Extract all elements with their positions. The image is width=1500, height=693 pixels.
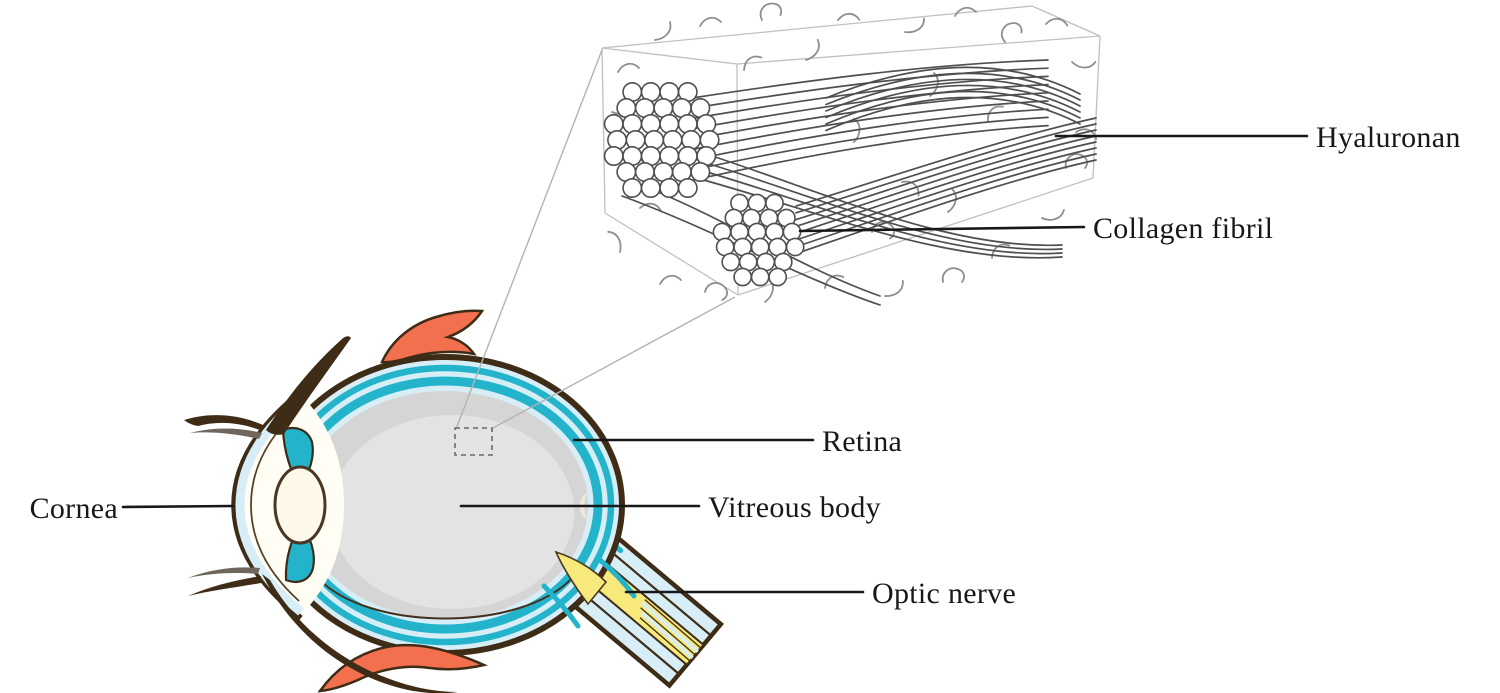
retina-into-nerve-lower — [541, 583, 581, 629]
collagen-fibril-leader-line — [798, 225, 1086, 233]
labels: Cornea Retina Vitreous body Optic nerve … — [30, 121, 1461, 610]
hyaluronan-label: Hyaluronan — [1316, 121, 1461, 154]
label-optic-nerve: Optic nerve — [624, 577, 1016, 610]
optic-disc-wedge — [554, 550, 608, 606]
upper-lash-brown — [184, 415, 263, 431]
label-collagen-fibril: Collagen fibril — [798, 212, 1273, 245]
cornea-leader-line — [121, 504, 235, 509]
eye-cross-section — [184, 309, 724, 693]
lower-eyelid-curve — [262, 574, 458, 693]
vitreous-body-highlight — [330, 415, 574, 609]
lower-lash-brown — [188, 576, 261, 596]
label-hyaluronan: Hyaluronan — [1054, 121, 1461, 154]
label-vitreous-body: Vitreous body — [459, 491, 881, 524]
vitreous-microstructure-inset — [601, 2, 1101, 306]
lens-shape — [273, 465, 327, 545]
inferior-muscle — [317, 643, 488, 693]
cornea-inner-line — [250, 408, 300, 602]
vitreous-body-label: Vitreous body — [708, 491, 881, 524]
callout-line-right — [490, 296, 736, 430]
zoom-callout — [454, 49, 736, 456]
cornea-outer-line — [231, 389, 303, 621]
upper-lash-gray — [190, 428, 262, 439]
label-cornea: Cornea — [30, 492, 235, 525]
cornea-label: Cornea — [30, 492, 118, 525]
eye-globe — [265, 354, 637, 656]
retina-label: Retina — [822, 425, 902, 458]
upper-eyelid-curve — [266, 336, 351, 435]
optic-nerve-label: Optic nerve — [872, 577, 1016, 610]
extraocular-muscles — [317, 309, 488, 693]
label-retina: Retina — [572, 425, 902, 458]
collagen-fibril-tubes — [621, 59, 1097, 306]
lower-lash-gray — [188, 567, 260, 578]
callout-line-left — [455, 49, 603, 430]
eyelids — [184, 336, 458, 693]
superior-muscle — [380, 309, 485, 364]
choroid-lower-arc — [317, 577, 573, 620]
sample-region-box — [454, 427, 493, 456]
collagen-fibril-cross-sections — [603, 82, 805, 287]
collagen-fibril-label: Collagen fibril — [1093, 212, 1273, 245]
